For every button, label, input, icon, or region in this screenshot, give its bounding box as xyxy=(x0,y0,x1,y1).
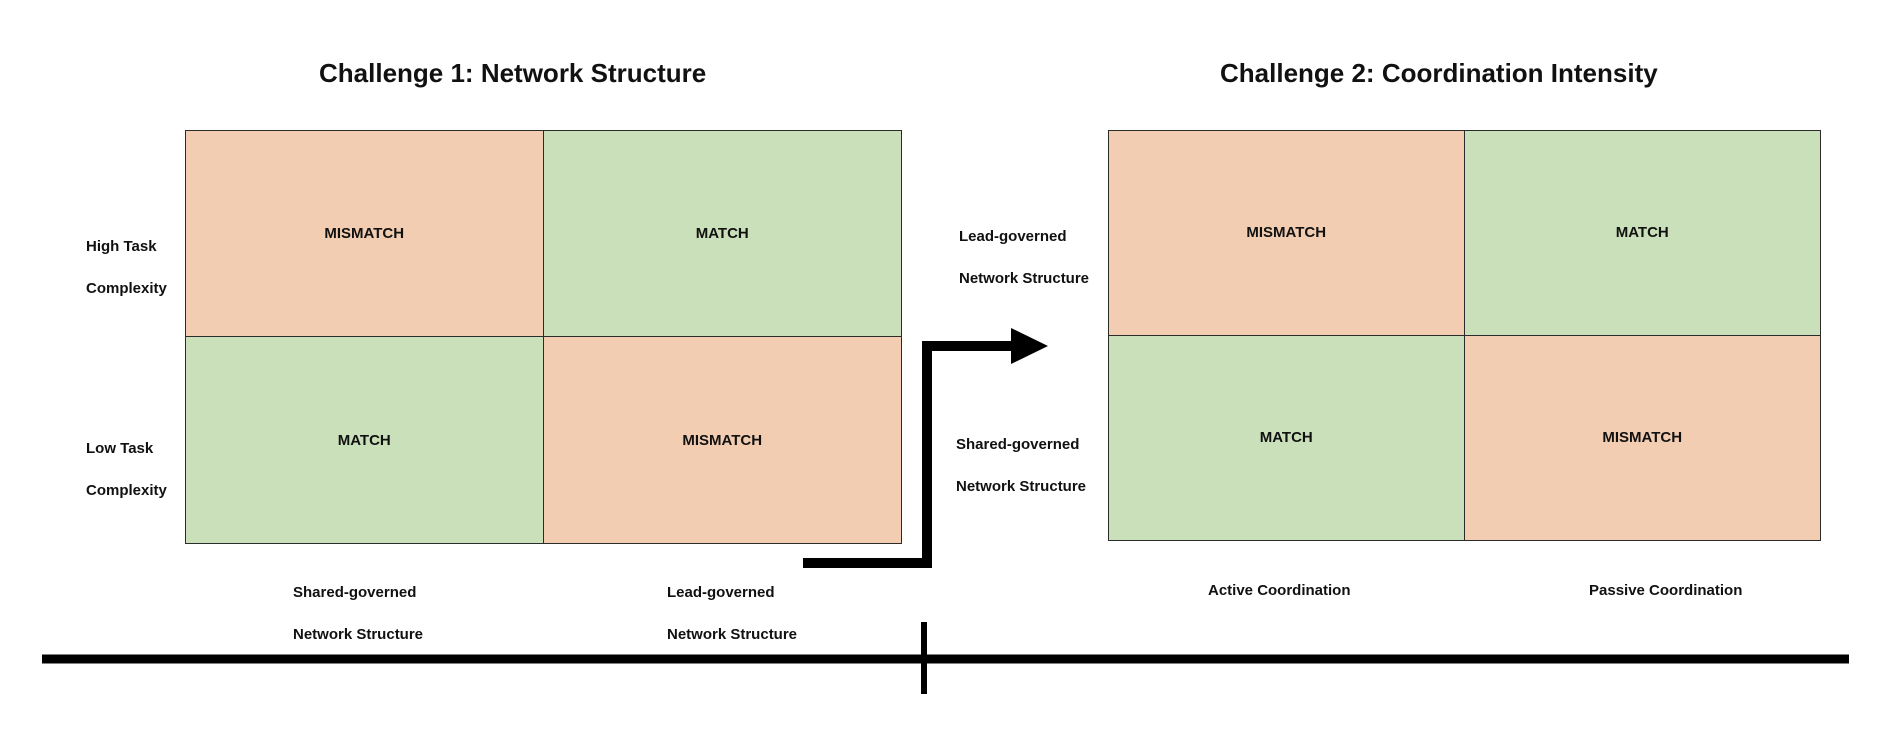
matrix-cell-mismatch: MISMATCH xyxy=(543,337,901,543)
challenge-2-matrix: MISMATCH MATCH MATCH MISMATCH xyxy=(1108,130,1821,541)
col-label-line: Passive Coordination xyxy=(1589,582,1743,599)
challenge-1-title: Challenge 1: Network Structure xyxy=(319,58,707,88)
row-label-line: High Task xyxy=(86,238,157,255)
col-label-active-coordination: Active Coordination xyxy=(1208,559,1351,622)
row-label-low-task-complexity: Low Task Complexity xyxy=(86,417,167,522)
row-label-line: Low Task xyxy=(86,440,154,457)
row-label-line: Shared-governed xyxy=(956,436,1080,453)
matrix-cell-mismatch: MISMATCH xyxy=(186,131,544,337)
connector-arrow-head xyxy=(1011,328,1048,364)
row-label-line: Complexity xyxy=(86,482,167,499)
col-label-line: Network Structure xyxy=(293,626,424,643)
row-label-lead-governed: Lead-governed Network Structure xyxy=(959,205,1089,310)
challenge-2-title: Challenge 2: Coordination Intensity xyxy=(1220,58,1658,88)
row-label-line: Lead-governed xyxy=(959,228,1067,245)
matrix-cell-match: MATCH xyxy=(543,131,901,337)
col-label-passive-coordination: Passive Coordination xyxy=(1589,559,1742,622)
row-label-line: Complexity xyxy=(86,280,167,297)
matrix-cell-mismatch: MISMATCH xyxy=(1109,131,1465,336)
matrix-cell-match: MATCH xyxy=(186,337,544,543)
col-label-line: Network Structure xyxy=(667,626,798,643)
col-label-line: Lead-governed xyxy=(667,584,775,601)
matrix-cell-match: MATCH xyxy=(1109,335,1465,540)
row-label-line: Network Structure xyxy=(956,478,1087,495)
col-label-line: Active Coordination xyxy=(1208,582,1351,599)
row-label-line: Network Structure xyxy=(959,270,1090,287)
matrix-cell-mismatch: MISMATCH xyxy=(1464,335,1820,540)
connector-arrow-line xyxy=(803,341,1016,568)
challenge-1-matrix: MISMATCH MATCH MATCH MISMATCH xyxy=(185,130,902,544)
matrix-cell-match: MATCH xyxy=(1464,131,1820,336)
row-label-shared-governed: Shared-governed Network Structure xyxy=(956,413,1086,518)
col-label-lead-governed: Lead-governed Network Structure xyxy=(667,561,797,666)
col-label-line: Shared-governed xyxy=(293,584,417,601)
row-label-high-task-complexity: High Task Complexity xyxy=(86,215,167,320)
col-label-shared-governed: Shared-governed Network Structure xyxy=(293,561,423,666)
